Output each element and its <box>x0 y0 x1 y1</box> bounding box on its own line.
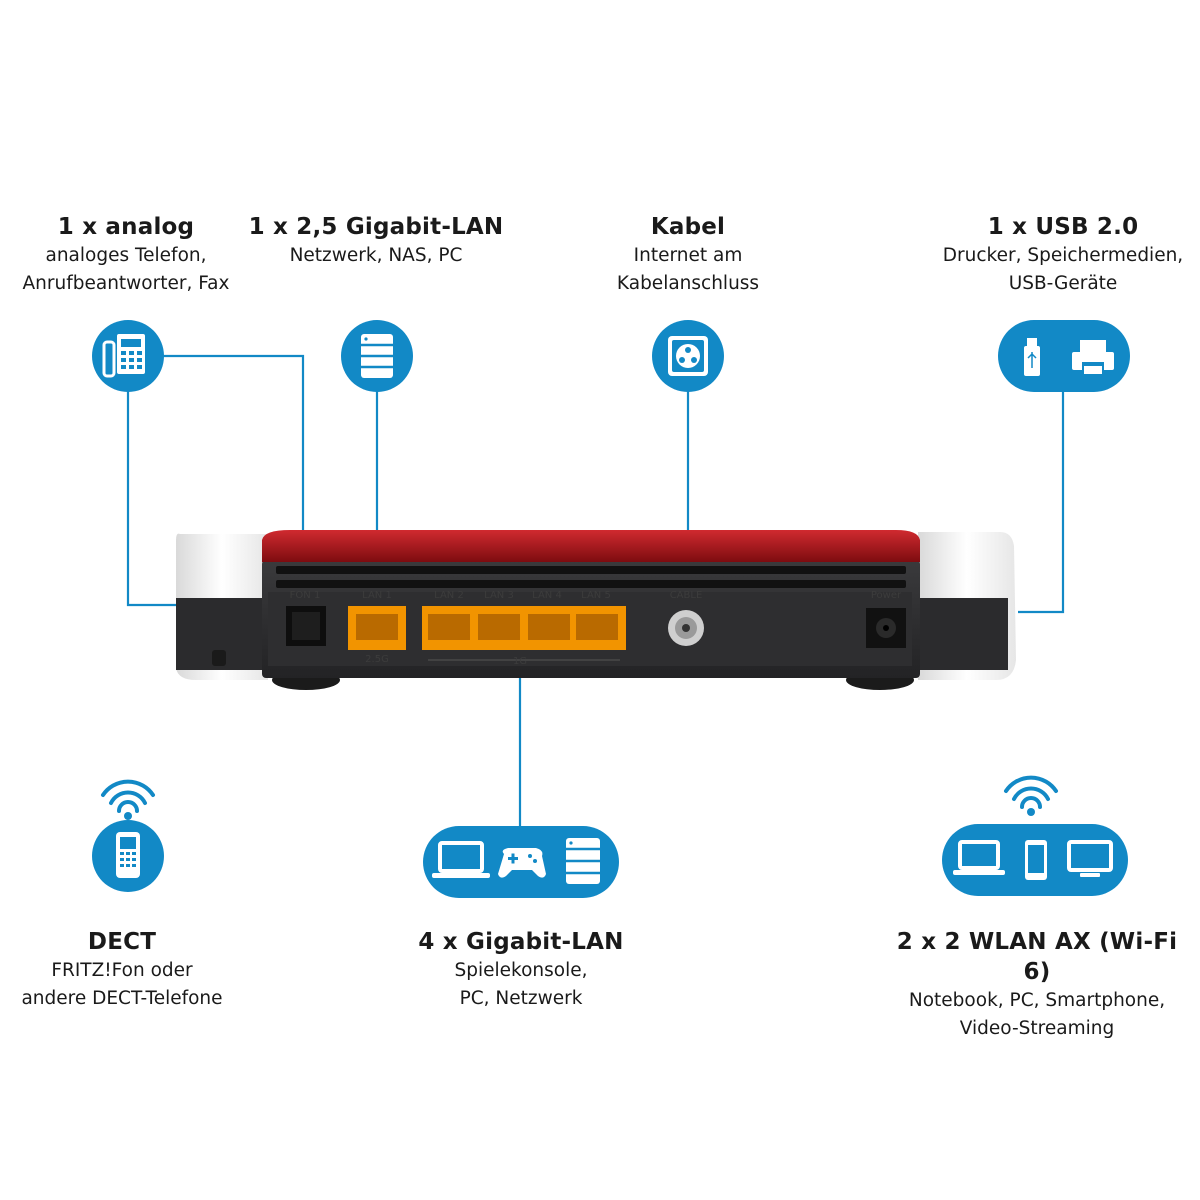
phone-icon <box>92 320 164 392</box>
smartphone-icon <box>1025 840 1047 880</box>
wlan-label-block: 2 x 2 WLAN AX (Wi-Fi 6) Notebook, PC, Sm… <box>884 927 1190 1043</box>
cable-port <box>668 610 704 646</box>
usb-devices-pill <box>998 320 1130 392</box>
wlan-desc-line2: Video-Streaming <box>959 1018 1115 1039</box>
port-label-lan2: LAN 2 <box>434 590 464 601</box>
lan4-label-block: 4 x Gigabit-LAN Spielekonsole, PC, Netzw… <box>400 927 642 1013</box>
fon-port <box>286 606 326 646</box>
wifi-waves-icon <box>1004 775 1058 809</box>
lan4-desc-line2: PC, Netzwerk <box>459 988 583 1009</box>
usb-stick-icon <box>1024 338 1040 376</box>
dect-desc-line1: FRITZ!Fon oder <box>51 960 193 981</box>
port-label-power: Power <box>871 590 902 601</box>
cordless-phone-icon <box>92 820 164 892</box>
router-top-shell <box>262 530 920 562</box>
port-label-cable: CABLE <box>670 590 703 601</box>
dect-label-block: DECT FRITZ!Fon oder andere DECT-Telefone <box>4 927 240 1013</box>
analog-desc-line1: analoges Telefon, <box>45 245 207 266</box>
port-sublabel-1g: 1G <box>513 656 527 667</box>
port-label-lan1: LAN 1 <box>362 590 392 601</box>
laptop-icon <box>953 840 1005 875</box>
lan1-port <box>348 606 406 650</box>
usb-label-block: 1 x USB 2.0 Drucker, Speichermedien, USB… <box>928 212 1198 298</box>
connector-usb <box>1018 390 1065 614</box>
connector-analog <box>126 390 178 607</box>
port-label-lan4: LAN 4 <box>532 590 562 601</box>
cable-label-block: Kabel Internet am Kabelanschluss <box>588 212 788 298</box>
gamepad-icon <box>498 848 546 878</box>
power-port <box>866 608 906 648</box>
server-icon <box>566 838 600 884</box>
connector-fon <box>162 354 305 588</box>
port-label-fon: FON 1 <box>290 590 321 601</box>
usb-desc-line1: Drucker, Speichermedien, <box>942 245 1184 266</box>
wlan-title: 2 x 2 WLAN AX (Wi-Fi 6) <box>896 929 1178 985</box>
wlan-devices-pill <box>942 824 1128 896</box>
lan25-label-block: 1 x 2,5 Gigabit-LAN Netzwerk, NAS, PC <box>246 212 506 270</box>
lan25-desc-line1: Netzwerk, NAS, PC <box>289 245 463 266</box>
analog-desc-line2: Anrufbeantworter, Fax <box>22 273 230 294</box>
wifi-waves-icon <box>101 779 155 813</box>
analog-label-block: 1 x analog analoges Telefon, Anrufbeantw… <box>0 212 252 298</box>
port-label-lan5: LAN 5 <box>581 590 611 601</box>
lan4-desc-line1: Spielekonsole, <box>454 960 588 981</box>
monitor-icon <box>1067 840 1113 877</box>
dect-desc-line2: andere DECT-Telefone <box>21 988 223 1009</box>
wlan-desc-line1: Notebook, PC, Smartphone, <box>908 990 1166 1011</box>
coax-socket-icon <box>652 320 724 392</box>
lan4-title: 4 x Gigabit-LAN <box>418 929 624 955</box>
port-label-lan3: LAN 3 <box>484 590 514 601</box>
cable-desc-line2: Kabelanschluss <box>616 273 760 294</box>
lan-ports-2-5 <box>422 606 626 650</box>
usb-title: 1 x USB 2.0 <box>987 214 1139 240</box>
laptop-icon <box>432 841 490 878</box>
dect-title: DECT <box>87 929 157 955</box>
cable-title: Kabel <box>650 214 726 240</box>
usb-desc-line2: USB-Geräte <box>1008 273 1118 294</box>
cable-desc-line1: Internet am <box>633 245 743 266</box>
lan-devices-pill <box>423 826 619 898</box>
server-icon <box>341 320 413 392</box>
analog-title: 1 x analog <box>57 214 195 240</box>
port-sublabel-25g: 2.5G <box>365 654 389 665</box>
printer-icon <box>1072 340 1114 374</box>
lan25-title: 1 x 2,5 Gigabit-LAN <box>248 214 504 240</box>
